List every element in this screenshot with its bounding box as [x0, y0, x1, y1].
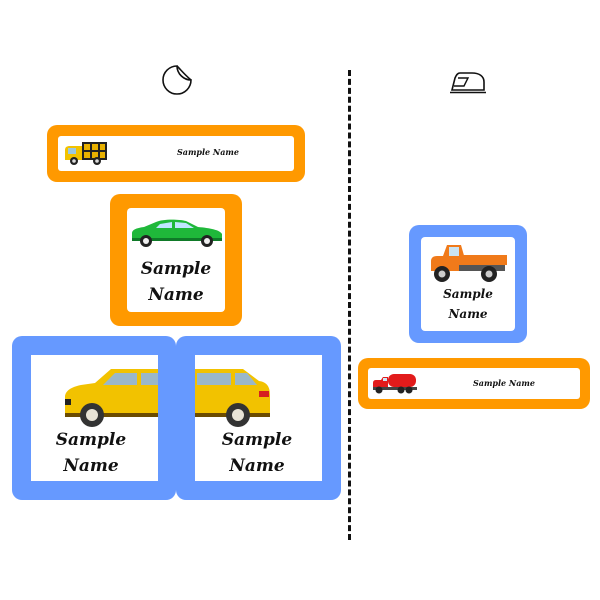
iron-square-label: Sample Name [409, 225, 527, 343]
orange-pickup-truck-icon [429, 241, 509, 285]
delivery-truck-icon [64, 140, 110, 167]
sticker-big-right-line1: Sample [221, 430, 293, 450]
sticker-banner-label: Sample Name [47, 125, 305, 182]
yellow-suv-left-icon [65, 367, 158, 429]
sticker-big-left-line1: Sample [55, 430, 127, 450]
sticker-big-right-label: Sample Name [176, 336, 341, 500]
sticker-square-name: Sample Name [127, 256, 225, 308]
yellow-suv-right-icon [195, 367, 275, 429]
sticker-big-left-name: Sample Name [31, 427, 151, 479]
iron-banner-name: Sample Name [473, 378, 535, 388]
sticker-big-left-line2: Name [63, 456, 119, 476]
section-divider [348, 70, 351, 540]
sticker-square-line2: Name [148, 285, 204, 305]
iron-square-line1: Sample [443, 287, 493, 301]
green-sedan-icon [130, 218, 224, 248]
sticker-square-line1: Sample [140, 259, 212, 279]
sticker-big-right-name: Sample Name [195, 427, 319, 479]
red-tanker-truck-icon [372, 373, 418, 395]
iron-banner-label: Sample Name [358, 358, 590, 409]
iron-icon [448, 68, 488, 94]
sticker-peel-icon [160, 64, 194, 96]
sticker-big-right-line2: Name [229, 456, 285, 476]
sticker-banner-name: Sample Name [177, 147, 239, 157]
iron-square-line2: Name [448, 307, 488, 321]
iron-square-name: Sample Name [421, 284, 515, 324]
sticker-square-label: Sample Name [110, 194, 242, 326]
sticker-big-left-label: Sample Name [12, 336, 176, 500]
